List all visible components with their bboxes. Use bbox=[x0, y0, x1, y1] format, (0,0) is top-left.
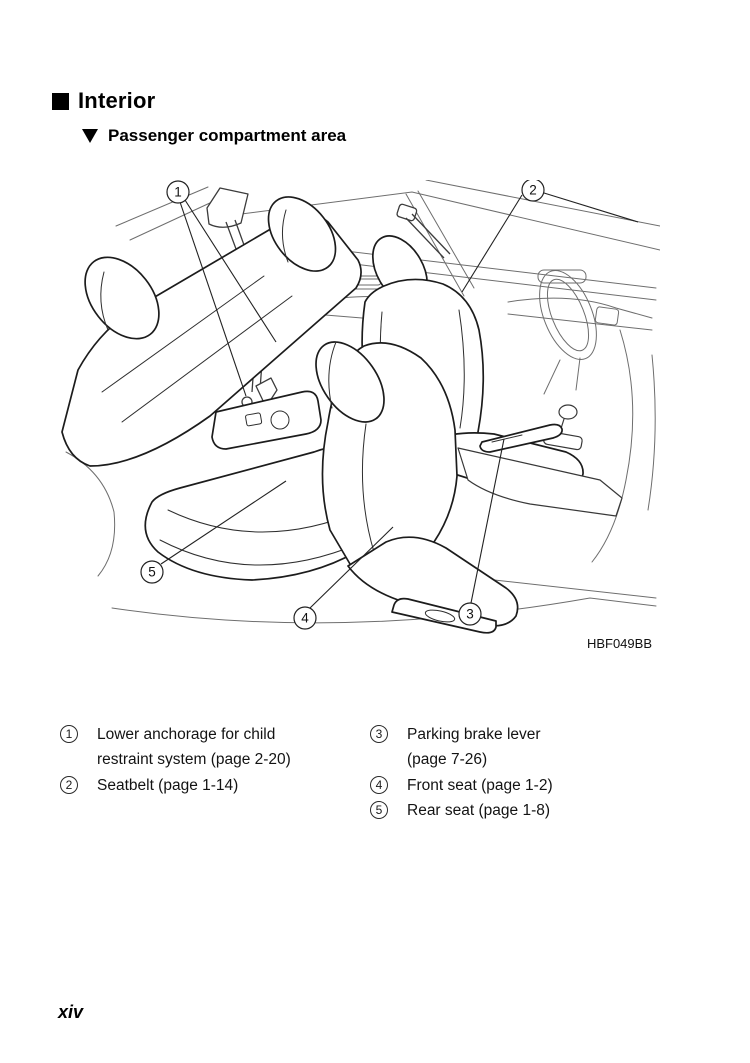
svg-text:5: 5 bbox=[148, 565, 156, 580]
svg-text:1: 1 bbox=[174, 185, 182, 200]
rear-armrest-tray bbox=[211, 390, 322, 450]
legend-column-left: 1 Lower anchorage for child restraint sy… bbox=[60, 722, 370, 824]
callout-5: 5 bbox=[140, 560, 164, 584]
svg-text:2: 2 bbox=[529, 183, 537, 198]
subsection-heading: Passenger compartment area bbox=[82, 126, 346, 146]
square-bullet-icon bbox=[52, 92, 69, 110]
legend-item-3-label: Parking brake lever (page 7-26) bbox=[407, 726, 541, 769]
passenger-compartment-illustration: 1 2 3 4 5 bbox=[61, 180, 660, 634]
legend-item-3: 3 Parking brake lever (page 7-26) bbox=[370, 722, 692, 773]
page-number: xiv bbox=[58, 1002, 84, 1022]
figure-callouts: 1 2 3 4 5 bbox=[140, 180, 639, 630]
front-seat-cushion bbox=[347, 536, 519, 627]
callout-4: 4 bbox=[293, 606, 317, 630]
callout-1: 1 bbox=[166, 180, 190, 204]
legend-item-2-number: 2 bbox=[60, 775, 78, 794]
legend-column-right: 3 Parking brake lever (page 7-26) 4 Fron… bbox=[370, 722, 692, 824]
legend-item-2-label: Seatbelt (page 1-14) bbox=[97, 776, 239, 794]
callout-2: 2 bbox=[521, 180, 545, 202]
figure-legend: 1 Lower anchorage for child restraint sy… bbox=[60, 722, 692, 824]
callout-3: 3 bbox=[458, 602, 482, 626]
front-headrest bbox=[315, 341, 385, 423]
legend-item-1-label: Lower anchorage for child restraint syst… bbox=[97, 726, 291, 769]
legend-item-4-label: Front seat (page 1-2) bbox=[407, 776, 553, 794]
legend-item-1: 1 Lower anchorage for child restraint sy… bbox=[60, 722, 370, 773]
legend-item-4: 4 Front seat (page 1-2) bbox=[370, 773, 692, 798]
legend-item-4-number: 4 bbox=[370, 775, 388, 794]
section-title: Interior bbox=[78, 88, 156, 113]
subsection-title: Passenger compartment area bbox=[108, 126, 347, 145]
front-seatbelt bbox=[396, 203, 451, 259]
seats-group bbox=[61, 196, 623, 634]
legend-item-2: 2 Seatbelt (page 1-14) bbox=[60, 773, 370, 798]
legend-item-5: 5 Rear seat (page 1-8) bbox=[370, 798, 692, 823]
triangle-bullet-icon bbox=[82, 129, 98, 143]
svg-text:4: 4 bbox=[301, 611, 309, 626]
parking-brake-lever bbox=[479, 423, 563, 453]
legend-item-1-number: 1 bbox=[60, 725, 78, 743]
section-heading: Interior bbox=[52, 88, 155, 114]
figure-code: HBF049BB bbox=[586, 636, 652, 651]
legend-item-3-number: 3 bbox=[370, 725, 388, 743]
svg-text:3: 3 bbox=[466, 607, 474, 622]
legend-item-5-number: 5 bbox=[370, 801, 388, 820]
legend-item-5-label: Rear seat (page 1-8) bbox=[407, 802, 551, 820]
